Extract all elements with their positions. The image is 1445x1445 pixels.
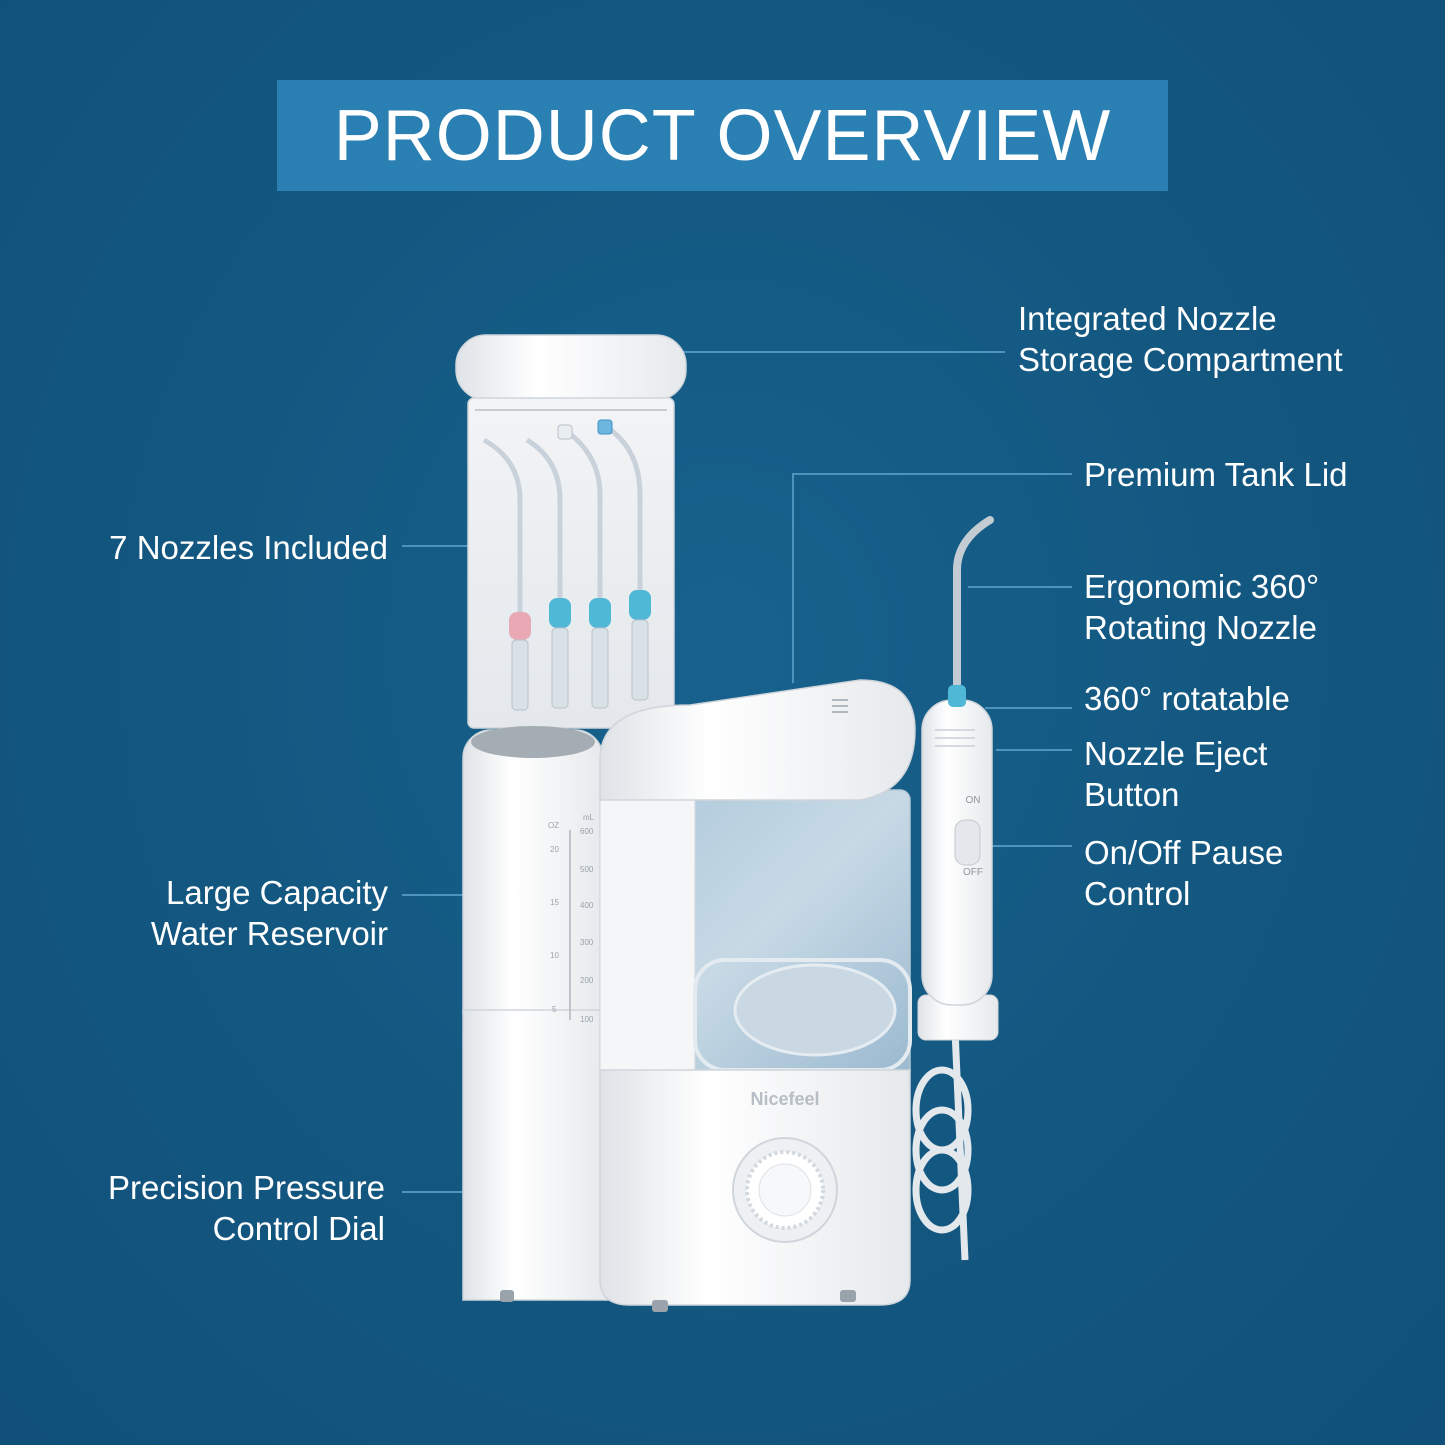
- stored-nozzle-blue-3: [597, 419, 651, 701]
- scale-ml-label: 600: [580, 827, 594, 836]
- page-title: PRODUCT OVERVIEW: [333, 95, 1112, 176]
- callout-nozzles-included: 7 Nozzles Included: [109, 529, 388, 566]
- stored-nozzles: [482, 419, 651, 711]
- callout-water-reservoir: Large Capacity Water Reservoir: [150, 874, 388, 952]
- scale-oz-label: 15: [550, 898, 559, 907]
- callout-nozzle-eject: Nozzle Eject Button: [1084, 735, 1268, 813]
- callout-tank-lid: Premium Tank Lid: [1084, 456, 1348, 493]
- title-banner: PRODUCT OVERVIEW: [277, 80, 1168, 191]
- water-tank: [599, 789, 912, 1081]
- callout-nozzle-storage: Integrated Nozzle Storage Compartment: [1018, 300, 1343, 378]
- switch-off-label: OFF: [963, 867, 983, 878]
- callout-on-off: On/Off Pause Control: [1084, 834, 1284, 912]
- nozzle-holder-column: [462, 726, 609, 1302]
- stored-nozzle-pink: [482, 437, 531, 711]
- scale-unit-oz: OZ: [548, 821, 559, 830]
- measurement-scale: OZ mL 20 15 10 5 600 500 400 300 200 100: [548, 813, 595, 1024]
- handle: [917, 699, 999, 1041]
- scale-ml-label: 300: [580, 938, 594, 947]
- handle-nozzle: [948, 516, 994, 707]
- pressure-control-dial: [732, 1137, 838, 1243]
- scale-unit-ml: mL: [583, 813, 595, 822]
- scale-oz-label: 5: [552, 1005, 557, 1014]
- leader-lid: [792, 473, 1072, 683]
- stored-nozzle-blue-2: [557, 424, 611, 709]
- stored-nozzle-blue-1: [525, 437, 571, 709]
- tank-lid: [599, 679, 916, 801]
- scale-oz-label: 10: [550, 951, 559, 960]
- scale-ml-label: 200: [580, 976, 594, 985]
- callout-ergonomic-nozzle: Ergonomic 360° Rotating Nozzle: [1084, 568, 1320, 646]
- callout-pressure-dial: Precision Pressure Control Dial: [108, 1169, 385, 1247]
- hose-coil: [912, 1029, 972, 1261]
- nozzle-storage-compartment: [455, 334, 687, 729]
- brand-logo: Nicefeel: [750, 1089, 819, 1109]
- switch-on-label: ON: [966, 795, 981, 806]
- scale-oz-label: 20: [550, 845, 559, 854]
- scale-ml-label: 400: [580, 901, 594, 910]
- callout-rotatable: 360° rotatable: [1084, 680, 1290, 717]
- scale-ml-label: 500: [580, 865, 594, 874]
- scale-ml-label: 100: [580, 1015, 594, 1024]
